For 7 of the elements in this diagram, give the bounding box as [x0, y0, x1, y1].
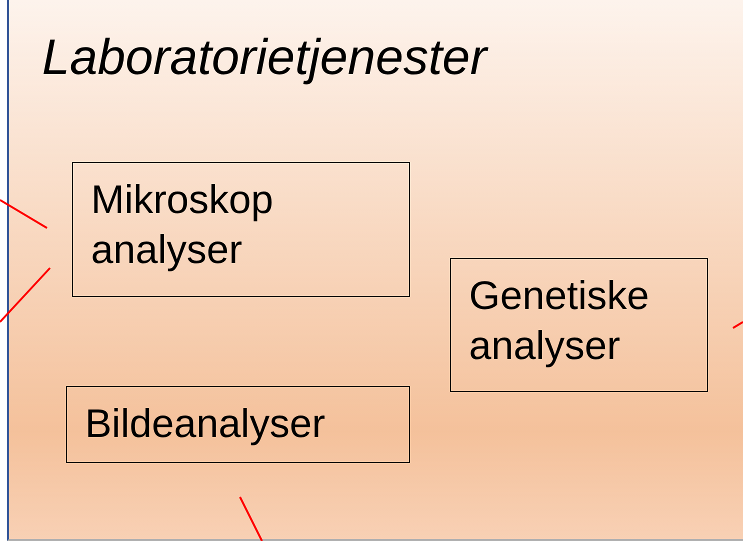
label-box	[450, 258, 708, 392]
label-box	[72, 162, 410, 297]
label-box	[66, 386, 410, 463]
title: Laboratorietjenester	[42, 28, 487, 86]
box-label: Mikroskop analyser	[91, 177, 274, 274]
box-label: Bildeanalyser	[85, 401, 326, 448]
box-label: Genetiske analyser	[469, 273, 650, 370]
